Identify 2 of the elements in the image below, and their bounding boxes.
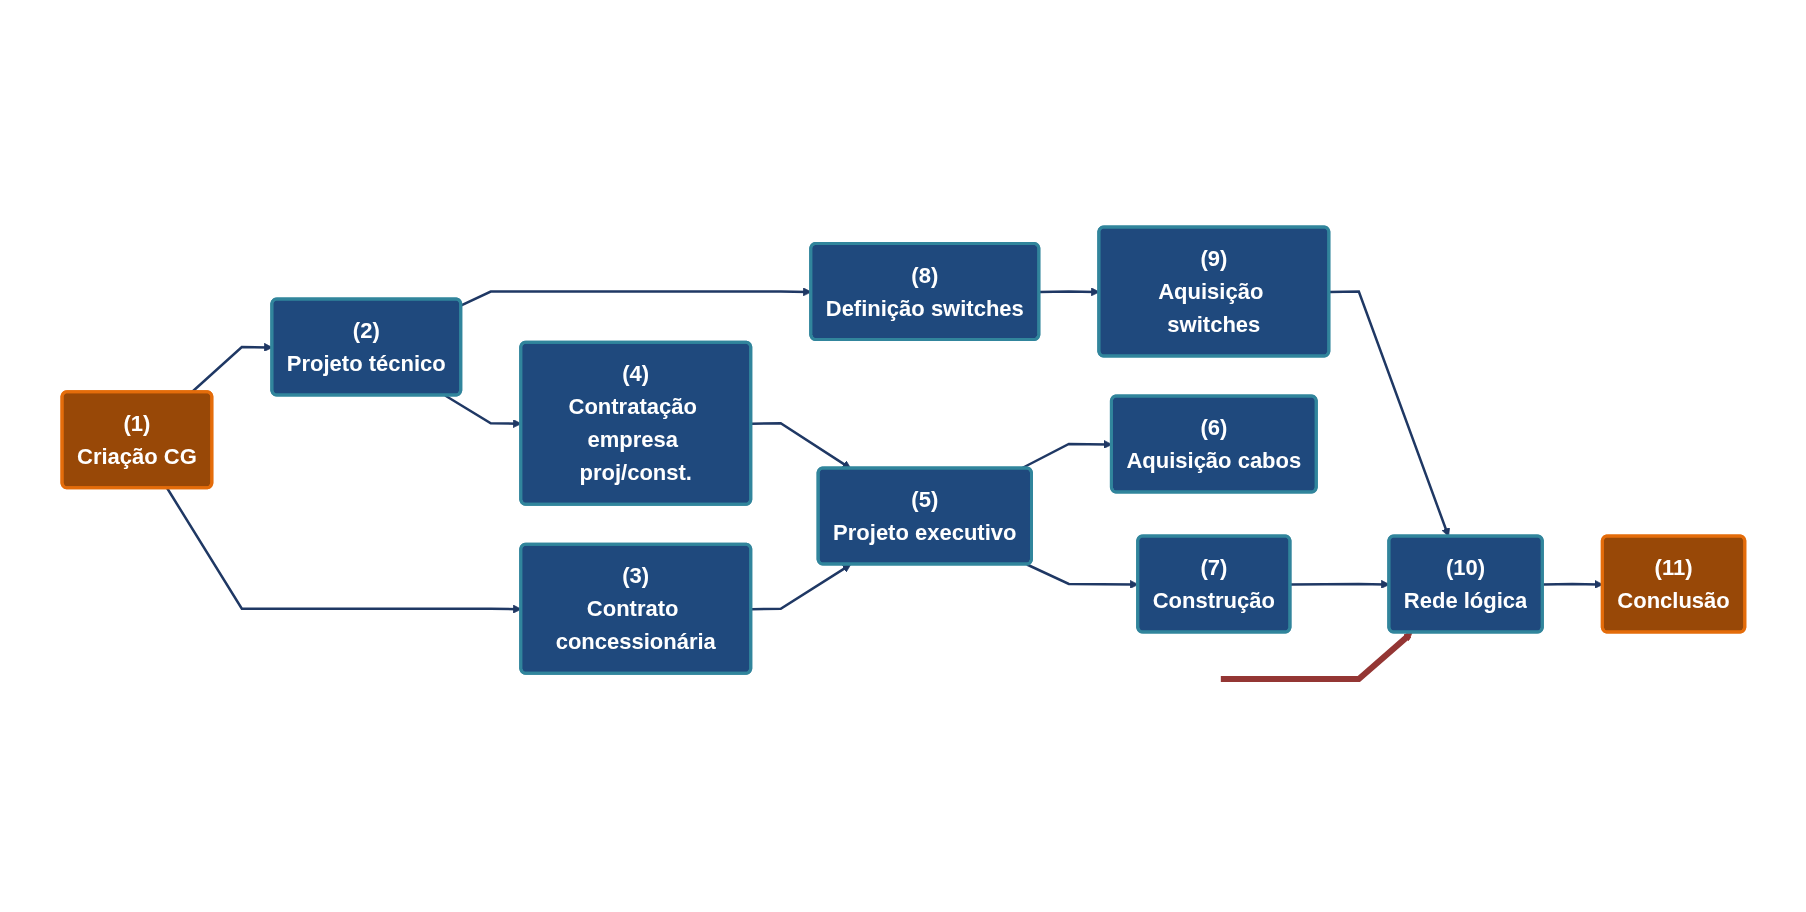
- arrow: [750, 563, 851, 610]
- arrow: [1220, 631, 1413, 682]
